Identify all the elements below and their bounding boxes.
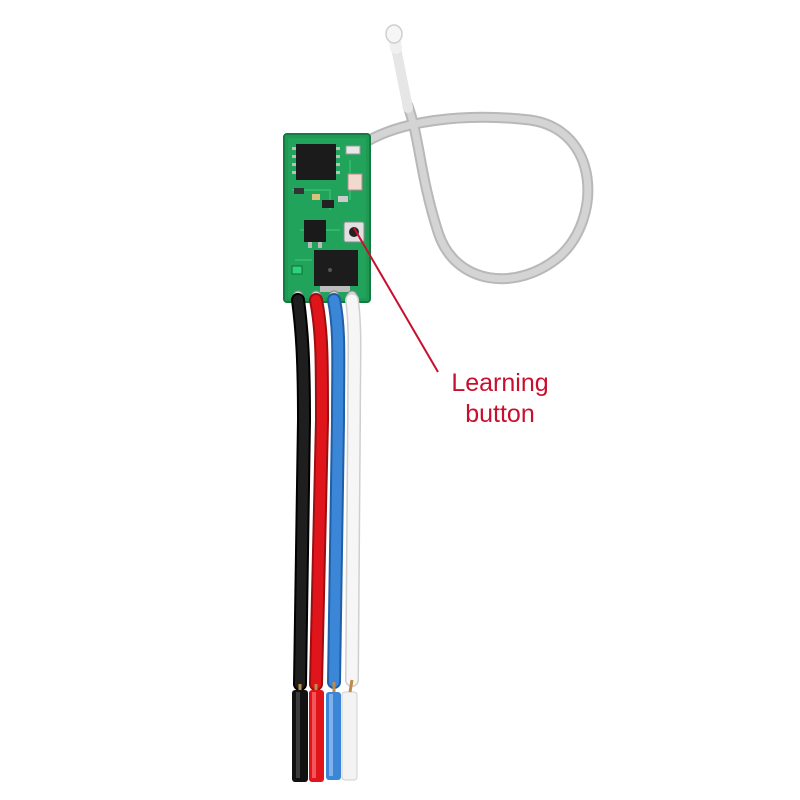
wire-ends [292, 679, 358, 782]
red-wire [311, 295, 328, 689]
ic-chip [296, 144, 336, 180]
callout-line [353, 227, 439, 373]
white-wire [346, 294, 360, 686]
transistor [304, 220, 326, 242]
mosfet [314, 250, 358, 286]
callout-line-1: Learning [451, 369, 549, 397]
black-wire [293, 295, 310, 689]
wire-bundle [291, 293, 362, 782]
coil-component [347, 173, 363, 191]
antenna-wire [360, 24, 594, 285]
pcb-board [283, 133, 371, 303]
learning-button-label: Learning button [420, 368, 580, 430]
blue-wire [329, 295, 344, 687]
callout-line-2: button [465, 400, 535, 428]
learning-button-cap [349, 227, 359, 237]
